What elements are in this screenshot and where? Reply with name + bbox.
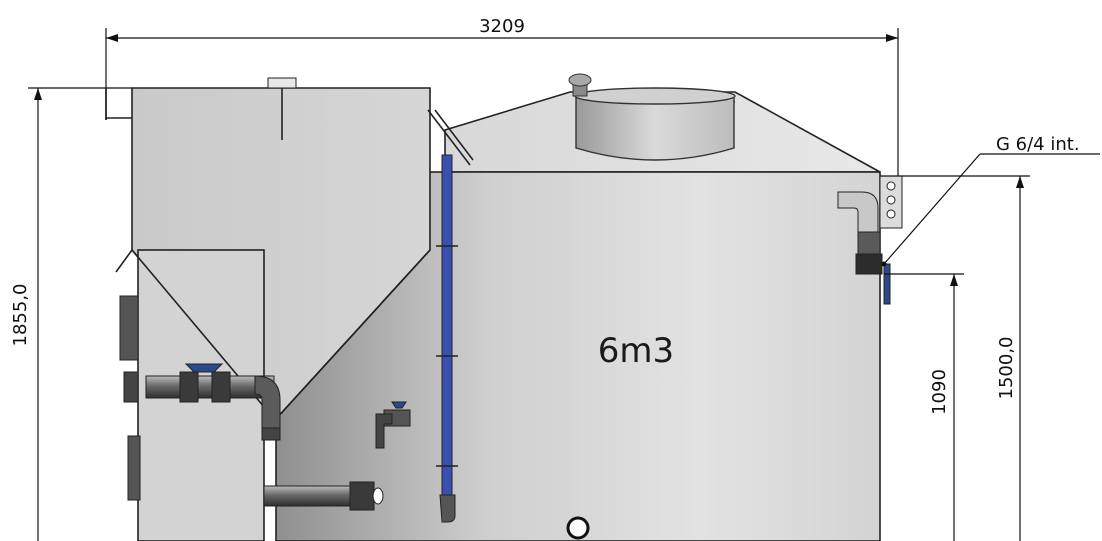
side-outlet-fitting: [837, 175, 903, 305]
outlet-pipe-bottom: [263, 481, 384, 511]
outlet-thread-callout: G 6/4 int.: [881, 134, 1100, 267]
dimension-overall-width: 3209: [105, 16, 899, 176]
lid-handle-icon: [267, 77, 297, 140]
dimension-tank-height: 1500,0: [880, 175, 1030, 541]
tank-capacity-label: 6m3: [598, 331, 674, 371]
valve-handle-icon: [184, 363, 224, 373]
sample-tap-icon: [375, 401, 411, 449]
width-dimension-label: 3209: [479, 16, 525, 37]
height-dimension-label: 1855,0: [10, 284, 31, 347]
side-fitting-left: [119, 295, 141, 501]
level-gauge-tube: [441, 154, 453, 496]
outlet-thread-label: G 6/4 int.: [996, 134, 1080, 155]
drain-nut-icon: [566, 516, 590, 540]
dimension-outlet-height: 1090: [884, 273, 964, 541]
inlet-pipe: [145, 371, 281, 441]
outlet-height-dimension-label: 1090: [929, 369, 950, 415]
roof-hatch: [574, 87, 736, 161]
vent-cap-icon: [568, 73, 592, 97]
level-gauge: [436, 154, 458, 523]
dimension-overall-height: 1855,0: [10, 87, 132, 541]
tank-height-dimension-label: 1500,0: [996, 337, 1017, 400]
